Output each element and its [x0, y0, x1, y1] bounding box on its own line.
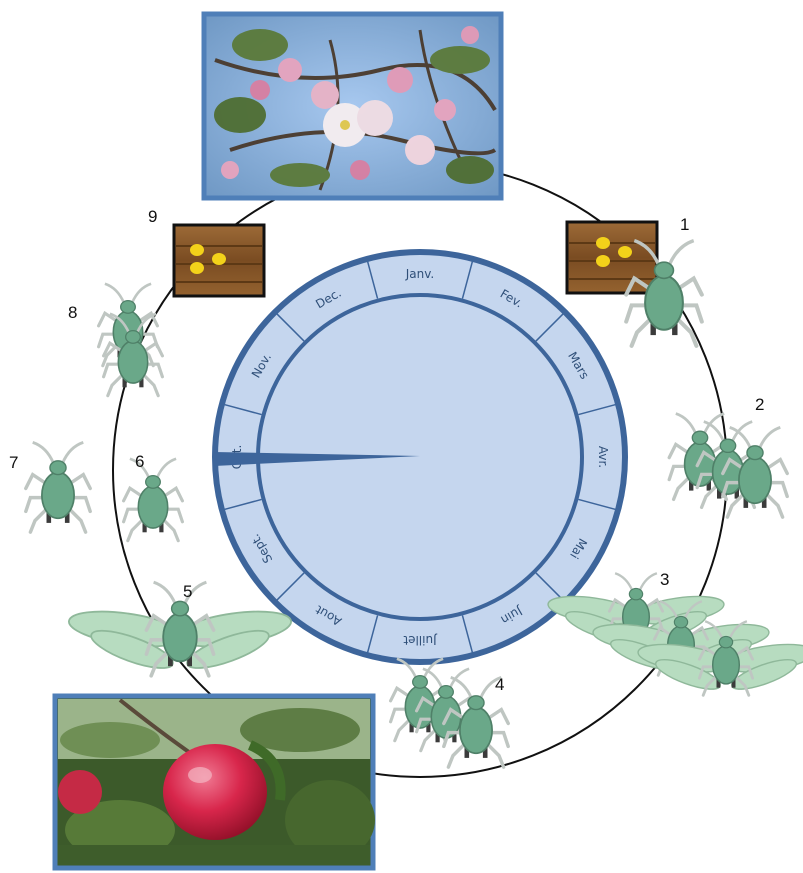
overwintering-eggs-box-9: [174, 225, 264, 296]
step-number-7: 7: [9, 453, 18, 472]
month-label: Janv.: [405, 267, 434, 281]
step-number-4: 4: [495, 675, 504, 694]
step-number-6: 6: [135, 452, 144, 471]
month-label: Avr.: [596, 446, 610, 468]
step-number-8: 8: [68, 303, 77, 322]
month-label: Juillet: [403, 633, 438, 647]
step-number-2: 2: [755, 395, 764, 414]
apple-blossom-photo: [204, 14, 501, 198]
red-apple-photo: [55, 696, 375, 868]
step-number-1: 1: [680, 215, 689, 234]
winged-aphid-5: [67, 582, 293, 676]
aphid-female-6: [124, 459, 183, 541]
step-number-5: 5: [183, 582, 192, 601]
aphid-male-7: [26, 442, 90, 532]
step-number-3: 3: [660, 570, 669, 589]
step-number-9: 9: [148, 207, 157, 226]
